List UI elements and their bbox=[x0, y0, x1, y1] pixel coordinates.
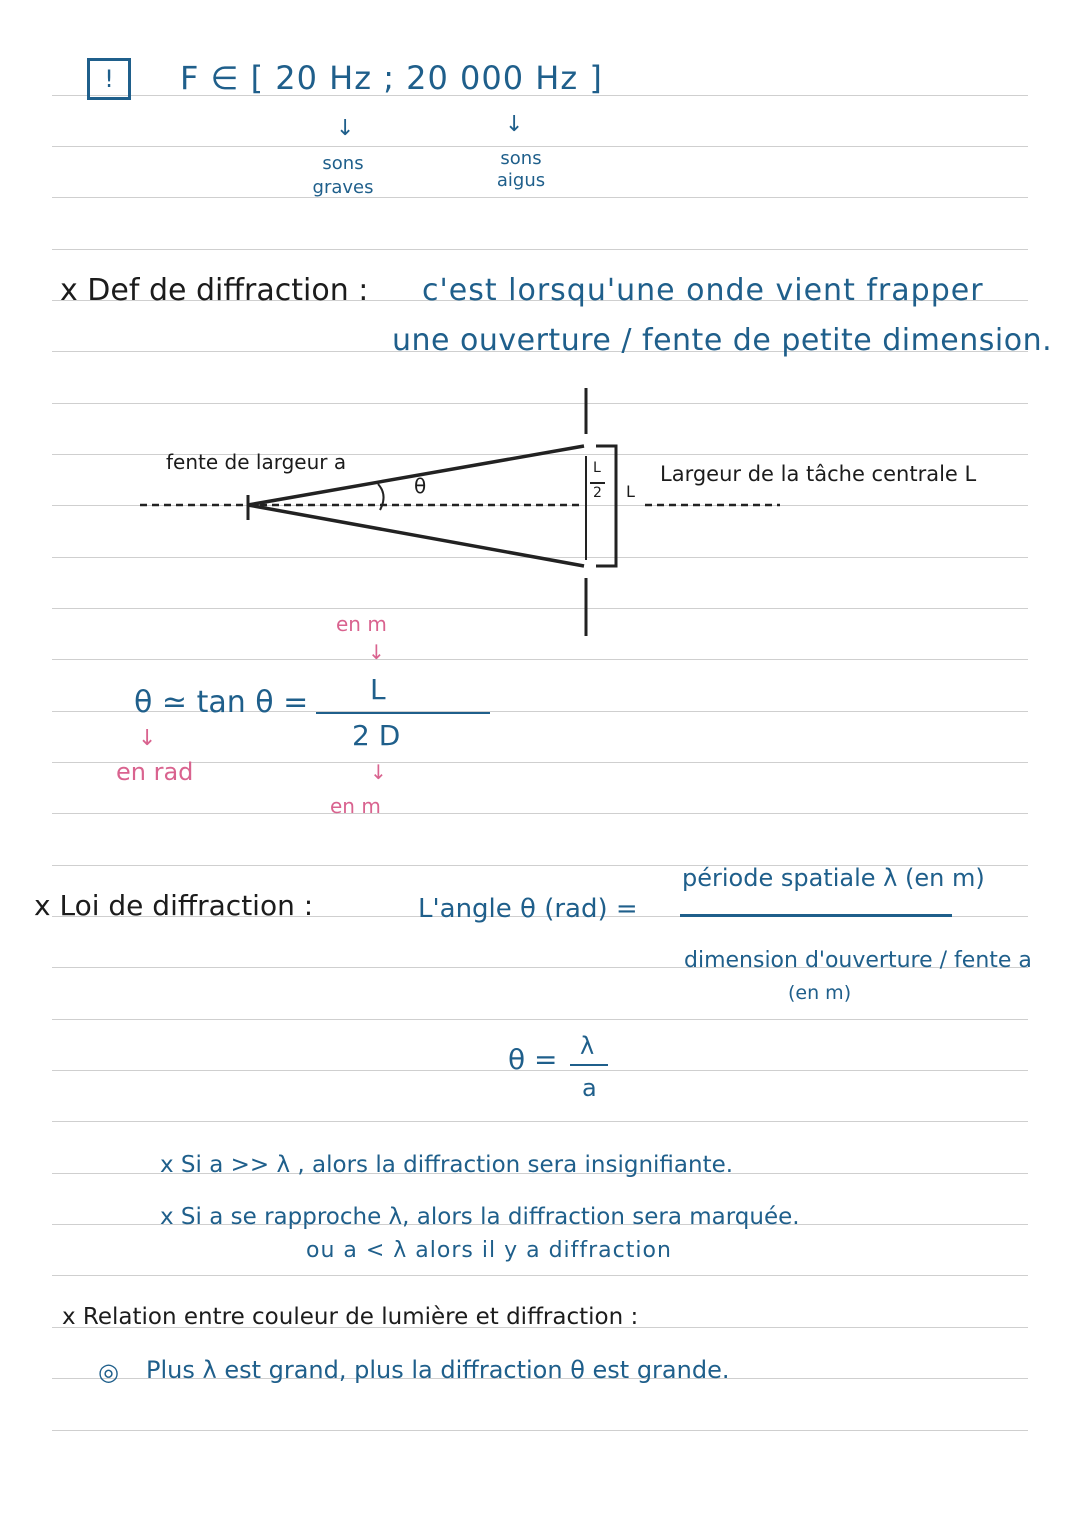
ruled-line bbox=[52, 403, 1028, 404]
ruled-line bbox=[52, 95, 1028, 96]
ruled-line bbox=[52, 249, 1028, 250]
ruled-line bbox=[52, 1224, 1028, 1225]
ruled-line bbox=[52, 608, 1028, 609]
ruled-line bbox=[52, 1019, 1028, 1020]
ruled-line bbox=[52, 1275, 1028, 1276]
relation-title: x Relation entre couleur de lumière et d… bbox=[62, 1304, 639, 1330]
high-sound-label: sons aigus bbox=[496, 148, 546, 191]
low-sound-label: sons graves bbox=[312, 153, 374, 198]
ruled-line bbox=[52, 1430, 1028, 1431]
ruled-line bbox=[52, 1121, 1028, 1122]
condition-3: ou a < λ alors il y a diffraction bbox=[306, 1238, 672, 1263]
width-label: L bbox=[626, 482, 635, 501]
ruled-line bbox=[52, 300, 1028, 301]
definition-title: x Def de diffraction : bbox=[60, 273, 369, 308]
ruled-line bbox=[52, 711, 1028, 712]
condition-1: x Si a >> λ , alors la diffraction sera … bbox=[160, 1152, 734, 1178]
frequency-range: F ∈ [ 20 Hz ; 20 000 Hz ] bbox=[180, 59, 603, 97]
short-formula-numerator: λ bbox=[580, 1032, 595, 1060]
fraction-bar bbox=[570, 1064, 608, 1066]
ruled-line bbox=[52, 1070, 1028, 1071]
ruled-line bbox=[52, 865, 1028, 866]
short-formula-denominator: a bbox=[582, 1074, 597, 1102]
condition-2: x Si a se rapproche λ, alors la diffract… bbox=[160, 1204, 800, 1230]
formula-numerator: L bbox=[370, 673, 386, 706]
formula-lhs: θ ≃ tan θ = bbox=[134, 685, 309, 720]
law-denominator-unit: (en m) bbox=[788, 982, 852, 1004]
fraction-bar bbox=[680, 914, 952, 917]
warning-icon: ! bbox=[87, 58, 131, 100]
numerator-unit: en m bbox=[336, 612, 387, 636]
arrow-down-icon: ↓ bbox=[370, 760, 387, 784]
half-width-numerator: L bbox=[593, 460, 601, 476]
relation-text: Plus λ est grand, plus la diffraction θ … bbox=[146, 1356, 730, 1384]
law-denominator: dimension d'ouverture / fente a bbox=[684, 948, 1032, 973]
slit-label: fente de largeur a bbox=[166, 450, 347, 474]
ruled-line bbox=[52, 146, 1028, 147]
ruled-line bbox=[52, 813, 1028, 814]
arrow-down-icon: ↓ bbox=[505, 112, 524, 137]
law-numerator: période spatiale λ (en m) bbox=[682, 864, 985, 892]
ruled-line bbox=[52, 351, 1028, 352]
fraction-bar bbox=[316, 712, 490, 714]
central-spot-label: Largeur de la tâche centrale L bbox=[660, 462, 977, 486]
ruled-line bbox=[52, 659, 1028, 660]
denominator-unit: en m bbox=[330, 794, 381, 818]
ruled-line bbox=[52, 762, 1028, 763]
arrow-down-icon: ↓ bbox=[368, 640, 385, 664]
law-title: x Loi de diffraction : bbox=[34, 889, 314, 922]
theta-label: θ bbox=[414, 474, 427, 498]
half-width-denominator: 2 bbox=[593, 485, 602, 501]
spiral-bullet-icon: ◎ bbox=[98, 1358, 119, 1386]
formula-denominator: 2 D bbox=[352, 719, 401, 752]
ruled-line bbox=[52, 197, 1028, 198]
ruled-line bbox=[52, 1173, 1028, 1174]
ruled-line bbox=[52, 916, 1028, 917]
theta-unit: en rad bbox=[116, 758, 194, 786]
short-formula-lhs: θ = bbox=[508, 1043, 558, 1076]
arrow-down-icon: ↓ bbox=[336, 116, 355, 141]
ruled-line bbox=[52, 1327, 1028, 1328]
ruled-line bbox=[52, 1378, 1028, 1379]
definition-line-2: une ouverture / fente de petite dimensio… bbox=[392, 323, 1053, 358]
definition-line-1: c'est lorsqu'une onde vient frapper bbox=[422, 273, 984, 308]
law-lhs: L'angle θ (rad) = bbox=[418, 894, 638, 924]
arrow-down-icon: ↓ bbox=[138, 726, 157, 751]
ruled-line bbox=[52, 967, 1028, 968]
